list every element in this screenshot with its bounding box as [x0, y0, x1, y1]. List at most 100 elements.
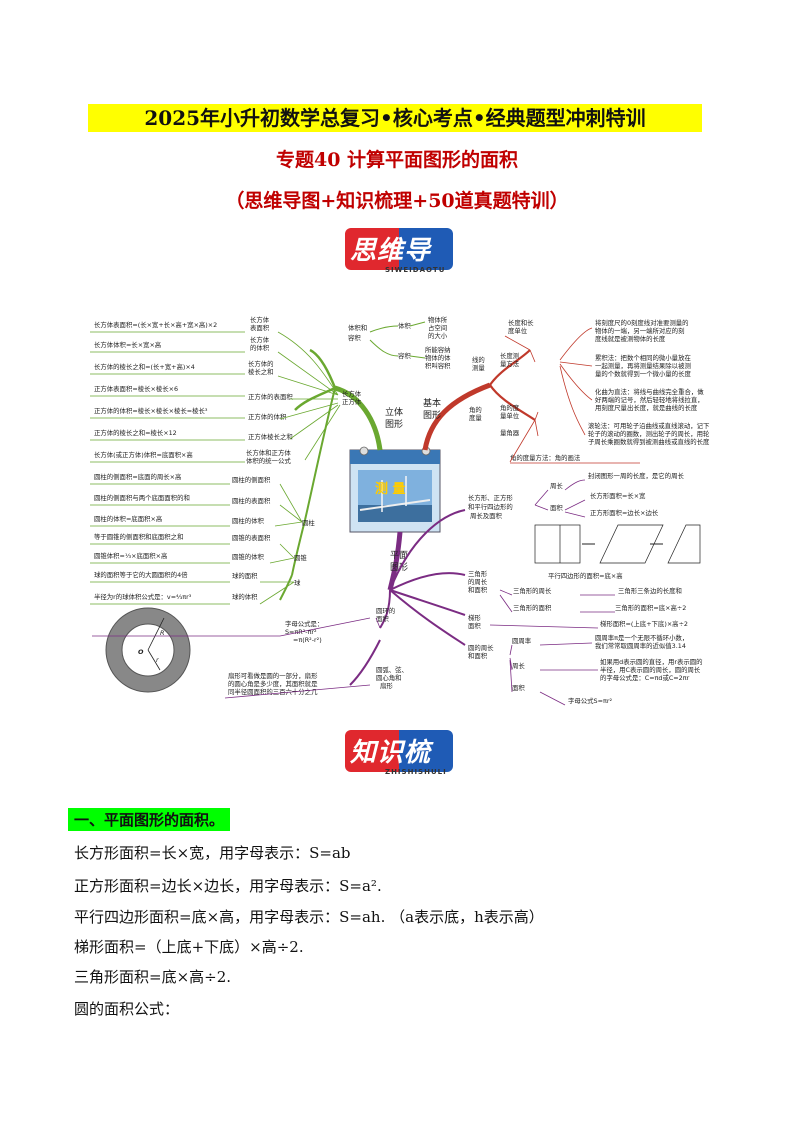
svg-text:一起测量，再将测量结果除以被测: 一起测量，再将测量结果除以被测: [595, 361, 691, 370]
tri-area: 三角形的面积: [513, 603, 552, 612]
rect-group-2: 和平行四边形的: [468, 502, 513, 511]
svg-text:R: R: [160, 629, 164, 637]
main-right-2: 图形: [423, 409, 441, 421]
ring-group-2: 面积: [376, 614, 389, 623]
center-label: 测 量: [375, 481, 406, 497]
svg-text:长方体和正方体: 长方体和正方体: [246, 448, 291, 457]
main-left-1: 立体: [385, 406, 403, 418]
svg-text:圆柱的表面积: 圆柱的表面积: [232, 496, 271, 505]
left-item-6: 正方体的棱长之和=棱长×12: [94, 428, 177, 437]
rect-group-1: 长方形、正方形: [468, 493, 513, 502]
circ-def-3: 的字母公式是：C=πd或C=2πr: [600, 673, 690, 682]
ring-formula-3: =π(R²-r²): [293, 636, 322, 644]
perimeter-def: 封闭图形一周的长度，是它的周长: [588, 471, 684, 480]
svg-text:度线就是被测物体的长度: 度线就是被测物体的长度: [595, 334, 666, 343]
mindmap-badge-label: 思维导图: [350, 236, 432, 303]
vol-item-2: 容积: [398, 351, 411, 360]
vol-desc-2: 占空间: [428, 323, 447, 332]
mindmap-diagram: 测 量 立体 图形 基本 图形 平面 图形 体积和 容积 体积 容积 物体所 占…: [90, 315, 710, 706]
right-angle-measure-2: 度量: [469, 413, 482, 422]
left-item-2: 长方体体积=长×宽×高: [94, 340, 161, 349]
svg-text:表面积: 表面积: [250, 323, 270, 332]
vol-desc-6: 积叫容积: [425, 361, 451, 370]
parallelogram-illustration: [534, 524, 701, 564]
svg-text:长方体: 长方体: [250, 315, 270, 324]
right-length-method-2: 量方法: [500, 359, 520, 368]
group-sphere: 球: [294, 578, 301, 587]
rect-area: 长方形面积=长×宽: [590, 491, 646, 500]
sector-def-2: 的圆心角是多少度，其面积就是: [228, 679, 318, 688]
vol-item-1: 体积: [398, 321, 411, 330]
right-protractor: 量角器: [500, 428, 520, 437]
circ-label: 周长: [512, 661, 525, 670]
vol-desc-1: 物体所: [428, 315, 448, 324]
svg-text:球的体积: 球的体积: [232, 592, 258, 601]
group-cuboid-2: 正方体: [342, 397, 362, 406]
knowledge-badge: 知识梳理 ZHISHISHULI: [345, 730, 453, 805]
svg-text:r: r: [156, 656, 159, 664]
formula-line-5: 三角形面积=底×高÷2.: [74, 968, 232, 986]
formula-line-2: 正方形面积=边长×边长，用字母表示：S=a².: [74, 877, 382, 895]
tri-group-3: 和面积: [468, 585, 488, 594]
section-heading: 一、平面图形的面积。: [68, 808, 231, 831]
svg-text:累积法：把数个相同的微小量放在: 累积法：把数个相同的微小量放在: [595, 353, 691, 362]
svg-text:圆锥的体积: 圆锥的体积: [232, 552, 265, 561]
title-line-2: 专题40 计算平面图形的面积: [275, 149, 519, 171]
tri-group-1: 三角形: [468, 569, 488, 578]
svg-text:棱长之和: 棱长之和: [248, 367, 274, 376]
svg-text:长方体: 长方体: [250, 335, 270, 344]
sector-group-2: 圆心角和: [376, 673, 402, 682]
left-formulas: 长方体表面积=(长×宽+长×高+宽×高)×2 长方体体积=长×宽×高 长方体的棱…: [94, 320, 217, 601]
tri-group-2: 的周长: [468, 577, 488, 586]
left-item-4: 正方体表面积=棱长×棱长×6: [94, 384, 178, 393]
formula-line-1: 长方形面积=长×宽，用字母表示：S=ab: [74, 844, 351, 862]
formula-line-3: 平行四边形面积=底×高，用字母表示：S=ah. （a表示底，h表示高）: [74, 908, 544, 926]
right-line-measure-1: 线的: [472, 355, 485, 364]
circle-group-1: 圆的周长: [468, 643, 494, 652]
group-cuboid-1: 长方体: [342, 389, 362, 398]
circ-area-formula: 字母公式S=πr²: [568, 696, 612, 705]
knowledge-badge-label: 知识梳理: [350, 738, 432, 805]
para-area: 平行四边形的面积=底×高: [548, 571, 623, 580]
left-item-1: 长方体表面积=(长×宽+长×高+宽×高)×2: [94, 320, 217, 329]
tri-perimeter: 三角形的周长: [513, 586, 552, 595]
vol-desc-5: 物体的体: [425, 353, 451, 362]
sector-def-1: 扇形可看做是圆的一部分，扇形: [228, 671, 318, 680]
left-item-14: 半径为r的球体积公式是：v=⁴⁄₃πr³: [94, 592, 192, 601]
title-line-1: 2025年小升初数学总复习•核心考点•经典题型冲刺特训: [88, 104, 702, 132]
main-bottom-1: 平面: [390, 550, 408, 561]
tri-area-formula: 三角形的面积=底×高÷2: [615, 603, 686, 612]
right-length-unit-2: 度单位: [508, 326, 528, 335]
left-item-12: 圆锥体积=⅓×底面积×高: [94, 551, 167, 560]
left-item-10: 圆柱的体积=底面积×高: [94, 514, 162, 523]
left-item-7: 长方体(或正方体)体积=底面积×高: [94, 450, 193, 459]
right-angle-unit-1: 角的度: [500, 403, 520, 412]
left-item-5: 正方体的体积=棱长×棱长×棱长=棱长³: [94, 406, 208, 415]
trap-group-2: 面积: [468, 621, 481, 630]
group-cylinder: 圆柱: [302, 518, 315, 527]
right-length-unit-1: 长度和长: [508, 318, 534, 327]
ring-group-1: 圆环的: [376, 606, 395, 615]
circ-area-label: 面积: [512, 683, 525, 692]
svg-text:圆锥的表面积: 圆锥的表面积: [232, 533, 271, 542]
right-line-measure-2: 测量: [472, 364, 485, 372]
pi-def-1: 圆周率π是一个无限不循环小数，: [595, 633, 688, 642]
svg-text:好两端的记号，然后轻轻地将线拉直，: 好两端的记号，然后轻轻地将线拉直，: [595, 395, 704, 404]
trap-group-1: 梯形: [468, 613, 481, 622]
group-cone: 圆锥: [294, 553, 307, 562]
ring-illustration: O R r: [105, 607, 191, 693]
svg-text:长方体的: 长方体的: [248, 359, 274, 368]
area-label: 面积: [550, 503, 563, 512]
left-item-13: 球的面积等于它的大圆面积的4倍: [94, 570, 188, 579]
pi-label: 圆周率: [512, 636, 532, 645]
svg-text:化曲为直法：将线与曲线完全重合，做: 化曲为直法：将线与曲线完全重合，做: [595, 387, 704, 396]
svg-text:圆柱的侧面积: 圆柱的侧面积: [232, 475, 271, 484]
tri-perimeter-def: 三角形三条边的长度和: [618, 586, 682, 595]
left-item-11: 等于圆锥的侧面积和底面积之和: [94, 532, 183, 541]
svg-text:体积的统一公式: 体积的统一公式: [246, 456, 291, 465]
formula-line-4: 梯形面积=（上底+下底）×高÷2.: [74, 938, 304, 956]
right-length-method-1: 长度测: [500, 351, 519, 360]
circ-def-1: 如果用d表示圆的直径，用r表示圆的: [600, 657, 703, 666]
mindmap-badge-sub: SIWEIDAOTU: [385, 266, 446, 274]
